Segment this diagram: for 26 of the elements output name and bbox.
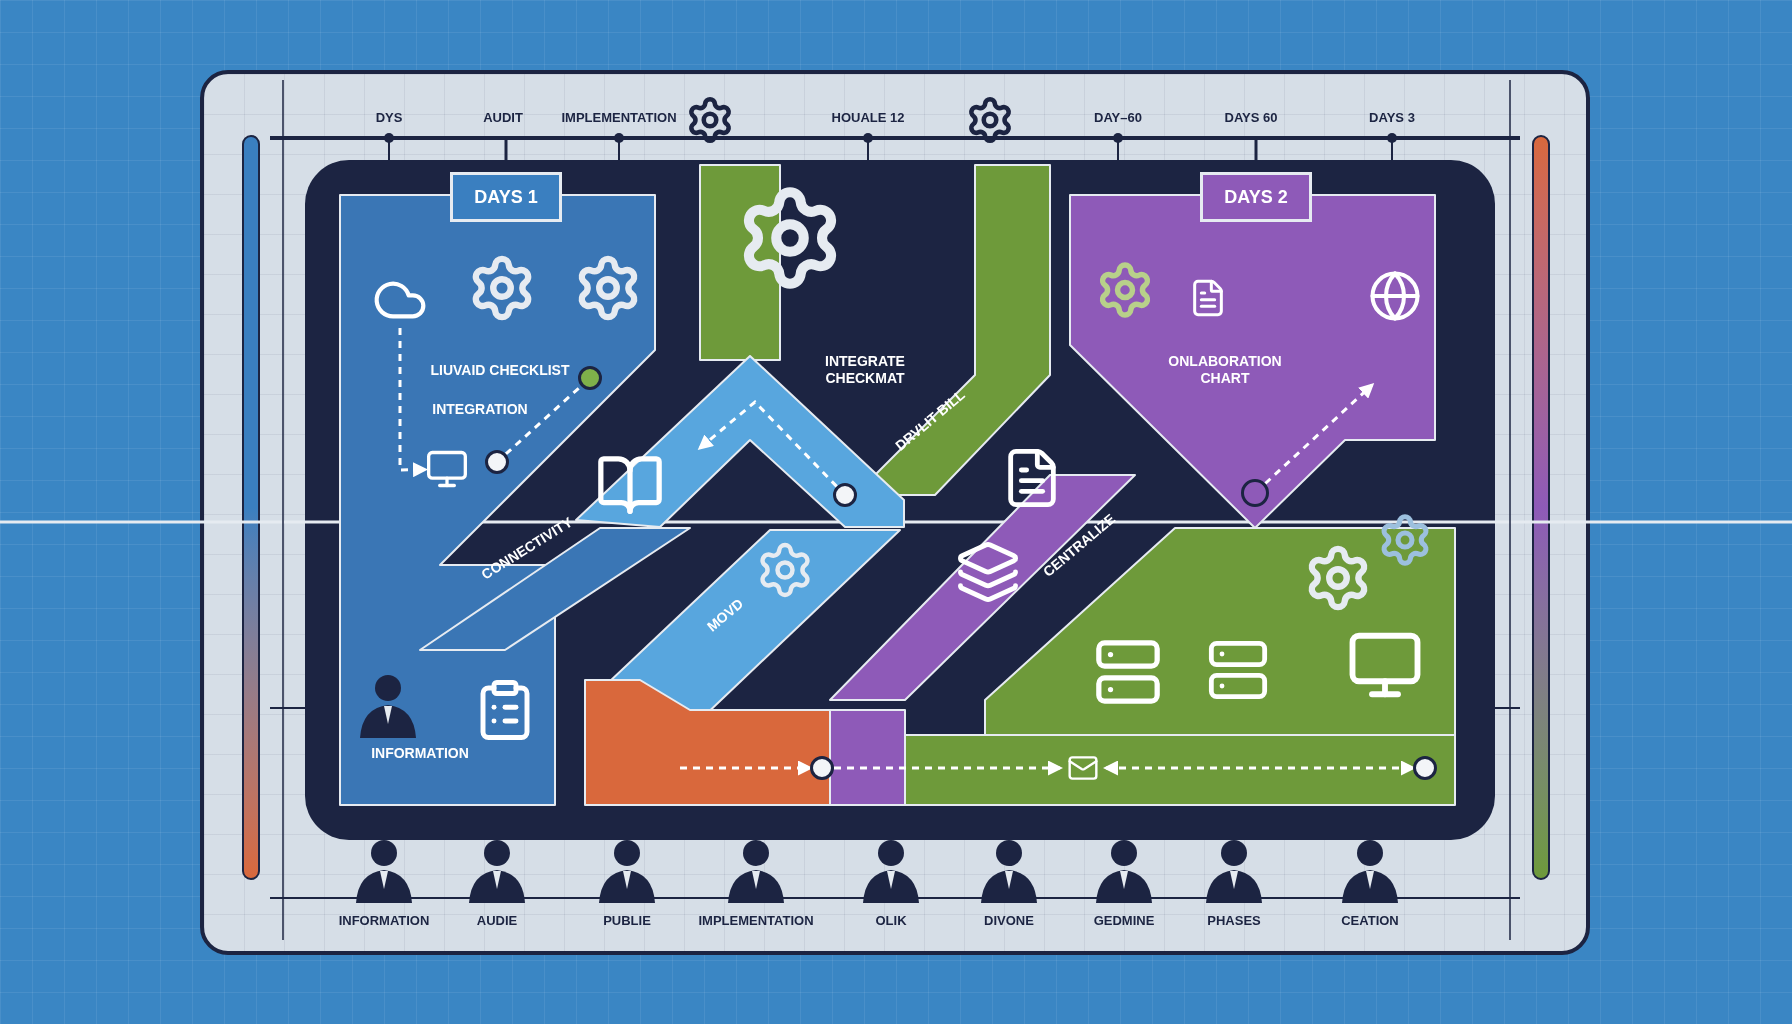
phase-label: DIVONE bbox=[984, 912, 1034, 931]
phase-label: IMPLEMENTATION bbox=[698, 912, 814, 931]
phase-label: IMPLEMENTATION bbox=[561, 109, 677, 128]
phase-label: INFORMATION bbox=[352, 742, 488, 764]
phase-label: LIUVAID CHECKLIST bbox=[425, 350, 575, 390]
phase-label: CEATION bbox=[1341, 912, 1399, 931]
phase-label: DAYS 60 bbox=[1224, 109, 1278, 128]
dashed-arrow bbox=[398, 328, 428, 478]
day-tag: DAYS 2 bbox=[1200, 172, 1312, 222]
phase-label: ONLABORATION CHART bbox=[1150, 350, 1300, 390]
dashed-arrow bbox=[834, 760, 1063, 776]
phase-label: INTEGRATION bbox=[418, 398, 542, 420]
phase-label: AUDIT bbox=[483, 109, 523, 128]
phase-label: PHASES bbox=[1207, 912, 1261, 931]
phase-label: DYS bbox=[375, 109, 403, 128]
phase-label: AUDIE bbox=[476, 912, 518, 931]
phase-label: DAYS 3 bbox=[1369, 109, 1415, 128]
timeline-bar bbox=[270, 136, 1520, 140]
phase-label: PUBLIE bbox=[603, 912, 651, 931]
phase-label: INTEGRATE CHECKMAT bbox=[795, 350, 935, 390]
phase-label: DAY–60 bbox=[1094, 109, 1142, 128]
phase-label: GEDMINE bbox=[1093, 912, 1155, 931]
day-tag: DAYS 1 bbox=[450, 172, 562, 222]
phase-label: HOUALE 12 bbox=[831, 109, 905, 128]
phase-label: OLIK bbox=[875, 912, 907, 931]
phase-label: INFORMATION bbox=[338, 912, 430, 931]
